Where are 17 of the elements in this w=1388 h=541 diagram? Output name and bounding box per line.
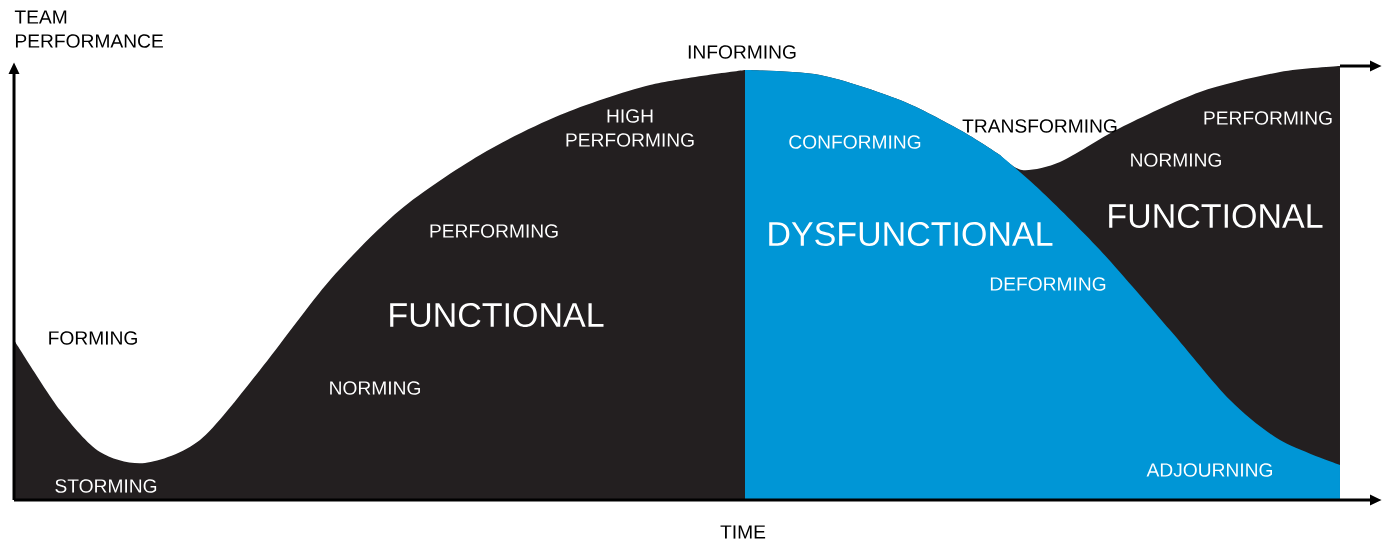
- stage-label: NORMING: [330, 381, 420, 395]
- stage-label: DEFORMING: [990, 277, 1106, 291]
- stage-label: INFORMING: [688, 45, 796, 59]
- axis-label: TIME: [720, 525, 766, 539]
- zone-label: FUNCTIONAL: [1109, 203, 1323, 229]
- stage-label: HIGH PERFORMING: [566, 109, 694, 147]
- stage-label: STORMING: [55, 479, 157, 493]
- stage-label: PERFORMING: [430, 224, 558, 238]
- zone-label: FUNCTIONAL: [390, 302, 604, 328]
- stage-label: TRANSFORMING: [962, 119, 1117, 133]
- stage-label: PERFORMING: [1204, 111, 1332, 125]
- stage-label: ADJOURNING: [1146, 463, 1272, 477]
- stage-label: CONFORMING: [789, 135, 921, 149]
- stage-label: NORMING: [1131, 153, 1221, 167]
- zone-label: DYSFUNCTIONAL: [769, 221, 1053, 247]
- stage-label: FORMING: [49, 331, 137, 345]
- axis-label: TEAM PERFORMANCE: [14, 10, 163, 48]
